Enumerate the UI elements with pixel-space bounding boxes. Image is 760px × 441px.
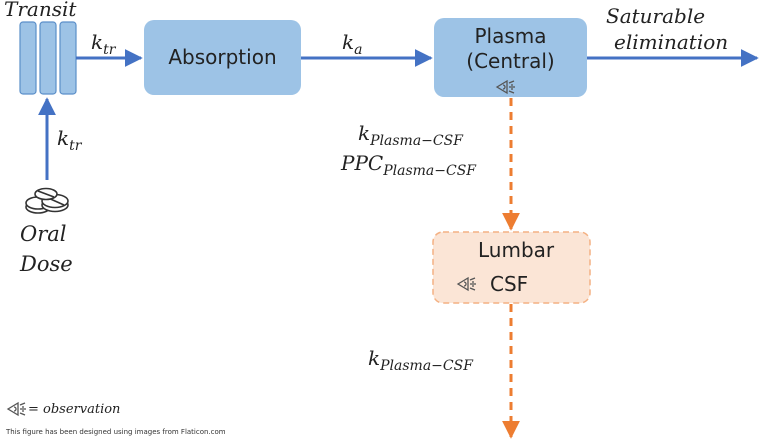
legend-observation: = observation <box>28 402 121 417</box>
absorption-text: Absorption <box>168 45 277 69</box>
plasma-label: Plasma (Central) <box>434 14 587 84</box>
kpc-rate-label-lower: kPlasma−CSF <box>368 346 473 374</box>
kpc-sub: Plasma−CSF <box>380 358 473 374</box>
ppc-main: PPC <box>341 151 384 175</box>
oral-dose-line1: Oral <box>20 222 67 246</box>
ktr-rate-label-vertical: ktr <box>57 126 81 154</box>
ktr-main: k <box>91 30 104 54</box>
ktr-sub: tr <box>103 42 116 58</box>
saturable-line2: elimination <box>614 30 729 54</box>
ppc-sub: Plasma−CSF <box>383 163 477 179</box>
ktr-sub: tr <box>69 138 82 154</box>
lumbar-line2: CSF <box>490 272 529 296</box>
pill-stack-icon <box>25 187 69 214</box>
kpc-rate-label: kPlasma−CSF <box>358 121 463 149</box>
kpc-main: k <box>358 121 371 145</box>
absorption-box <box>144 20 301 95</box>
transit-compartments <box>19 21 77 95</box>
observation-eye-icon <box>495 79 515 95</box>
ktr-main: k <box>57 126 70 150</box>
ktr-rate-label: ktr <box>91 30 115 58</box>
ka-rate-label: ka <box>342 30 362 58</box>
lumbar-line1: Lumbar <box>478 238 555 262</box>
observation-eye-icon <box>6 401 26 417</box>
kpc-sub: Plasma−CSF <box>370 133 463 149</box>
saturable-line1: Saturable <box>606 4 706 28</box>
ppc-rate-label: PPCPlasma−CSF <box>341 151 476 179</box>
lumbar-box <box>432 231 591 304</box>
kpc-main: k <box>368 346 381 370</box>
ka-sub: a <box>354 42 363 58</box>
ka-main: k <box>342 30 355 54</box>
oral-dose-line2: Dose <box>20 252 73 276</box>
observation-eye-icon <box>456 276 476 292</box>
plasma-line2: (Central) <box>466 49 555 73</box>
plasma-box <box>434 18 587 97</box>
credit-text: This figure has been designed using imag… <box>6 428 226 436</box>
plasma-line1: Plasma <box>474 24 547 48</box>
transit-label: Transit <box>4 0 77 21</box>
absorption-label: Absorption <box>144 20 301 95</box>
